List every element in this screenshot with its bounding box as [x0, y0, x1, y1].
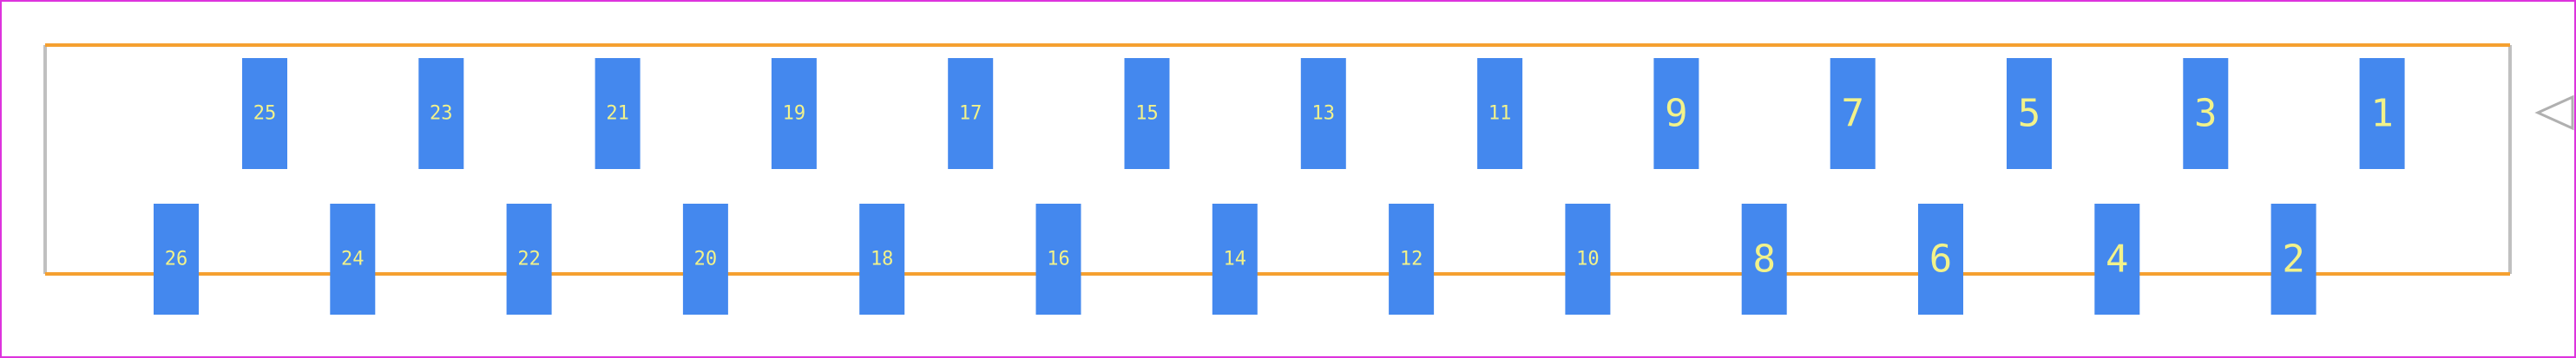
pad-shape	[1212, 204, 1258, 315]
pad-24: 24	[330, 204, 376, 315]
pad-shape	[595, 58, 641, 169]
pad-label: 5	[2018, 92, 2041, 136]
pad-22: 22	[506, 204, 552, 315]
pad-label: 14	[1224, 249, 1247, 270]
pad-23: 23	[418, 58, 464, 169]
pad-label: 6	[1929, 238, 1953, 282]
component-outline	[43, 43, 2512, 276]
pad-label: 20	[694, 249, 718, 270]
pad-label: 19	[783, 103, 806, 125]
pad-shape	[2270, 204, 2316, 315]
pad-label: 7	[1841, 92, 1864, 136]
pad-label: 23	[430, 103, 453, 125]
pad-shape	[859, 204, 905, 315]
pad-label: 12	[1400, 249, 1423, 270]
pad-label: 3	[2194, 92, 2218, 136]
pad-label: 16	[1047, 249, 1070, 270]
pad-shape	[2183, 58, 2229, 169]
pad-shape	[682, 204, 728, 315]
pad-5: 5	[2007, 58, 2052, 169]
pad-3: 3	[2183, 58, 2229, 169]
pad-shape	[1124, 58, 1170, 169]
pad-label: 13	[1312, 103, 1336, 125]
pad-shape	[1035, 204, 1081, 315]
pad-label: 25	[253, 103, 277, 125]
pad-17: 17	[948, 58, 994, 169]
pad-4: 4	[2094, 204, 2140, 315]
pad-13: 13	[1300, 58, 1346, 169]
pad-label: 9	[1665, 92, 1688, 136]
pad-12: 12	[1389, 204, 1435, 315]
pad-shape	[330, 204, 376, 315]
pad-label: 8	[1752, 238, 1776, 282]
pad-shape	[2094, 204, 2140, 315]
pad-15: 15	[1124, 58, 1170, 169]
pad-26: 26	[154, 204, 199, 315]
pad-label: 10	[1576, 249, 1600, 270]
pad-label: 1	[2370, 92, 2394, 136]
pad-shape	[1653, 58, 1699, 169]
pad-label: 24	[341, 249, 365, 270]
pad-shape	[418, 58, 464, 169]
pad-shape	[1565, 204, 1611, 315]
pad-25: 25	[242, 58, 287, 169]
pad-shape	[771, 58, 817, 169]
pad-label: 15	[1135, 103, 1159, 125]
pad-label: 2	[2282, 238, 2305, 282]
pad-shape	[2359, 58, 2405, 169]
pad-8: 8	[1741, 204, 1787, 315]
pad-2: 2	[2270, 204, 2316, 315]
pad-19: 19	[771, 58, 817, 169]
pad-label: 18	[871, 249, 894, 270]
pad-label: 4	[2106, 238, 2129, 282]
pad-label: 21	[606, 103, 629, 125]
pad-shape	[1477, 58, 1523, 169]
pad-shape	[506, 204, 552, 315]
pad-shape	[1389, 204, 1435, 315]
pad-7: 7	[1830, 58, 1876, 169]
pad-11: 11	[1477, 58, 1523, 169]
pad-18: 18	[859, 204, 905, 315]
pad-shape	[1741, 204, 1787, 315]
pad-shape	[1918, 204, 1963, 315]
pad-9: 9	[1653, 58, 1699, 169]
pad-14: 14	[1212, 204, 1258, 315]
pad-1: 1	[2359, 58, 2405, 169]
pad-label: 26	[165, 249, 188, 270]
pad-shape	[242, 58, 287, 169]
pad-shape	[948, 58, 994, 169]
pad-label: 11	[1488, 103, 1512, 125]
pad-shape	[1300, 58, 1346, 169]
pad-10: 10	[1565, 204, 1611, 315]
pad-shape	[1830, 58, 1876, 169]
pin1-marker-icon	[2534, 94, 2574, 131]
pad-label: 22	[517, 249, 541, 270]
pad-21: 21	[595, 58, 641, 169]
pad-20: 20	[682, 204, 728, 315]
pad-shape	[2007, 58, 2052, 169]
pad-shape	[154, 204, 199, 315]
pad-16: 16	[1035, 204, 1081, 315]
pad-6: 6	[1918, 204, 1963, 315]
pad-label: 17	[959, 103, 982, 125]
